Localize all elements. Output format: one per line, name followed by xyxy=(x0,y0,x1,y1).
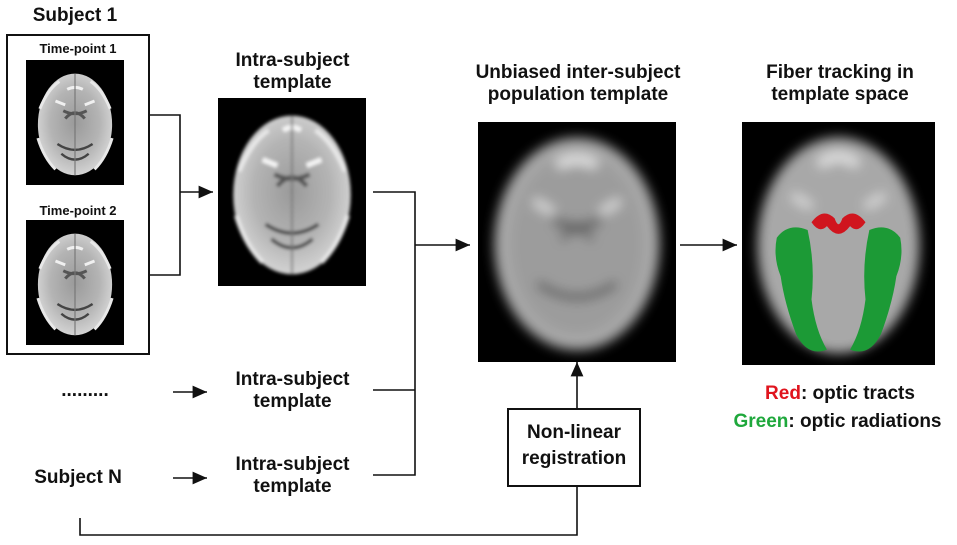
intra-template-label-line1: Intra-subject xyxy=(235,50,350,71)
legend-green-desc: : optic radiations xyxy=(788,411,942,432)
legend-red-row: Red: optic tracts xyxy=(735,383,945,405)
registration-box xyxy=(507,408,641,487)
legend-red-word: Red xyxy=(765,383,801,404)
intra-template-3-label: Intra-subject template xyxy=(205,454,380,499)
fiber-label-line1: Fiber tracking in xyxy=(766,62,914,83)
intra-template-3-label-line1: Intra-subject xyxy=(235,454,350,475)
intra-template-mri-image xyxy=(218,98,366,286)
intra-template-label: Intra-subject template xyxy=(205,50,380,95)
subjectN-title: Subject N xyxy=(34,467,122,488)
registration-label-line1: Non-linear xyxy=(527,422,621,443)
timepoint-merge-bracket xyxy=(150,114,181,276)
registration-label-line2: registration xyxy=(521,447,627,469)
intra-template-2-label-line2: template xyxy=(253,391,332,413)
optic-tract-red xyxy=(811,213,866,234)
fiber-label-line2: template space xyxy=(771,84,909,106)
fiber-tracking-label: Fiber tracking in template space xyxy=(735,62,945,107)
population-label-line2: population template xyxy=(487,84,669,106)
population-template-label: Unbiased inter-subject population templa… xyxy=(448,62,708,107)
fiber-tracking-image xyxy=(742,122,935,365)
legend-green-word: Green xyxy=(733,411,789,432)
intra-template-3-label-line2: template xyxy=(253,476,332,498)
population-label-line1: Unbiased inter-subject xyxy=(475,62,681,83)
optic-radiation-left-green xyxy=(775,227,827,352)
subject1-title: Subject 1 xyxy=(32,5,118,26)
feedback-line xyxy=(79,487,578,536)
legend-green-row: Green: optic radiations xyxy=(720,411,955,433)
population-template-mri-image xyxy=(478,122,676,362)
timepoint1-label: Time-point 1 xyxy=(39,41,117,56)
optic-radiation-right-green xyxy=(850,227,902,352)
timepoint2-label: Time-point 2 xyxy=(39,203,117,218)
intra-template-label-line2: template xyxy=(253,72,332,94)
ellipsis-text: ......... xyxy=(61,380,109,401)
intra-template-2-label-line1: Intra-subject xyxy=(235,369,350,390)
intra-template-2-label: Intra-subject template xyxy=(205,369,380,414)
registration-label: Non-linear registration xyxy=(507,420,641,471)
merge-line-top xyxy=(373,191,416,476)
legend-red-desc: : optic tracts xyxy=(800,383,915,404)
timepoint2-mri-image xyxy=(26,220,124,345)
timepoint1-mri-image xyxy=(26,60,124,185)
